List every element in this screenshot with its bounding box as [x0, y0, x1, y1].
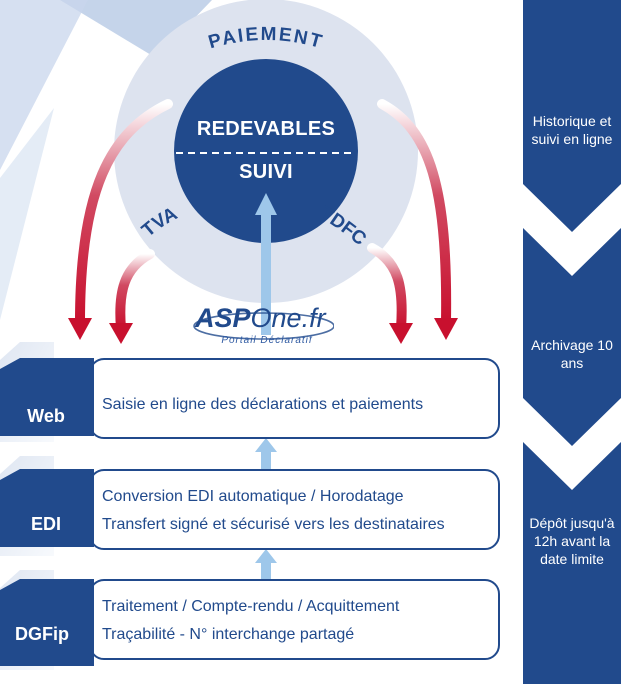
web-layer-label: Web [27, 406, 65, 426]
right-inner-red-arrow-head [389, 323, 413, 344]
web-label-block [0, 358, 94, 436]
edi-description-line-1: Conversion EDI automatique / Horodatage [102, 488, 404, 505]
timeline-deadline-text: Dépôt jusqu'à 12h avant la date limite [529, 515, 615, 567]
right-inner-red-arrow [367, 243, 407, 333]
central-up-arrow [255, 193, 277, 335]
background-shard-mid [0, 108, 54, 320]
suivi-label: SUIVI [239, 161, 293, 183]
web-description: Saisie en ligne des déclarations et paie… [102, 396, 424, 413]
asp-one-logo: ASPOne.fr Portail Déclaratif [186, 304, 334, 352]
middle-up-arrow [255, 438, 277, 475]
edi-description-line-2: Transfert signé et sécurisé vers les des… [102, 516, 445, 533]
left-inner-red-arrow [115, 249, 155, 333]
edi-box [89, 469, 500, 550]
logo-subtitle: Portail Déclaratif [221, 335, 313, 346]
timeline-chevron-3 [523, 442, 621, 684]
timeline-chevron-2 [523, 228, 621, 446]
edi-layer-label: EDI [30, 514, 61, 534]
right-outer-red-arrow [377, 99, 452, 327]
background-shard-left [0, 0, 88, 170]
edi-label-block [0, 469, 94, 547]
dgfip-label-block [0, 579, 94, 666]
left-inner-red-arrow-head [109, 323, 133, 344]
logo-title: ASPOne.fr [195, 304, 326, 332]
left-outer-red-arrow [75, 99, 173, 327]
redevables-label: REDEVABLES [196, 118, 336, 140]
left-outer-red-arrow-head [68, 318, 92, 340]
right-outer-red-arrow-head [434, 318, 458, 340]
background-shard-top [60, 0, 212, 58]
timeline-history-text: Historique et suivi en ligne [531, 113, 613, 147]
dgfip-description-line-1: Traitement / Compte-rendu / Acquittement [102, 598, 400, 615]
logo-title-part2: One.fr [250, 303, 326, 333]
dgfip-box [89, 579, 500, 660]
dgfip-layer-label: DGFip [15, 624, 69, 644]
logo-title-part1: ASP [195, 303, 251, 333]
timeline-chevron-1 [523, 0, 621, 232]
inner-core-circle [174, 59, 358, 243]
logo-oval [193, 312, 334, 340]
timeline-archive-text: Archivage 10 ans [531, 337, 613, 371]
dgfip-description-line-2: Traçabilité - N° interchange partagé [102, 626, 355, 643]
bottom-up-arrow [255, 549, 277, 586]
